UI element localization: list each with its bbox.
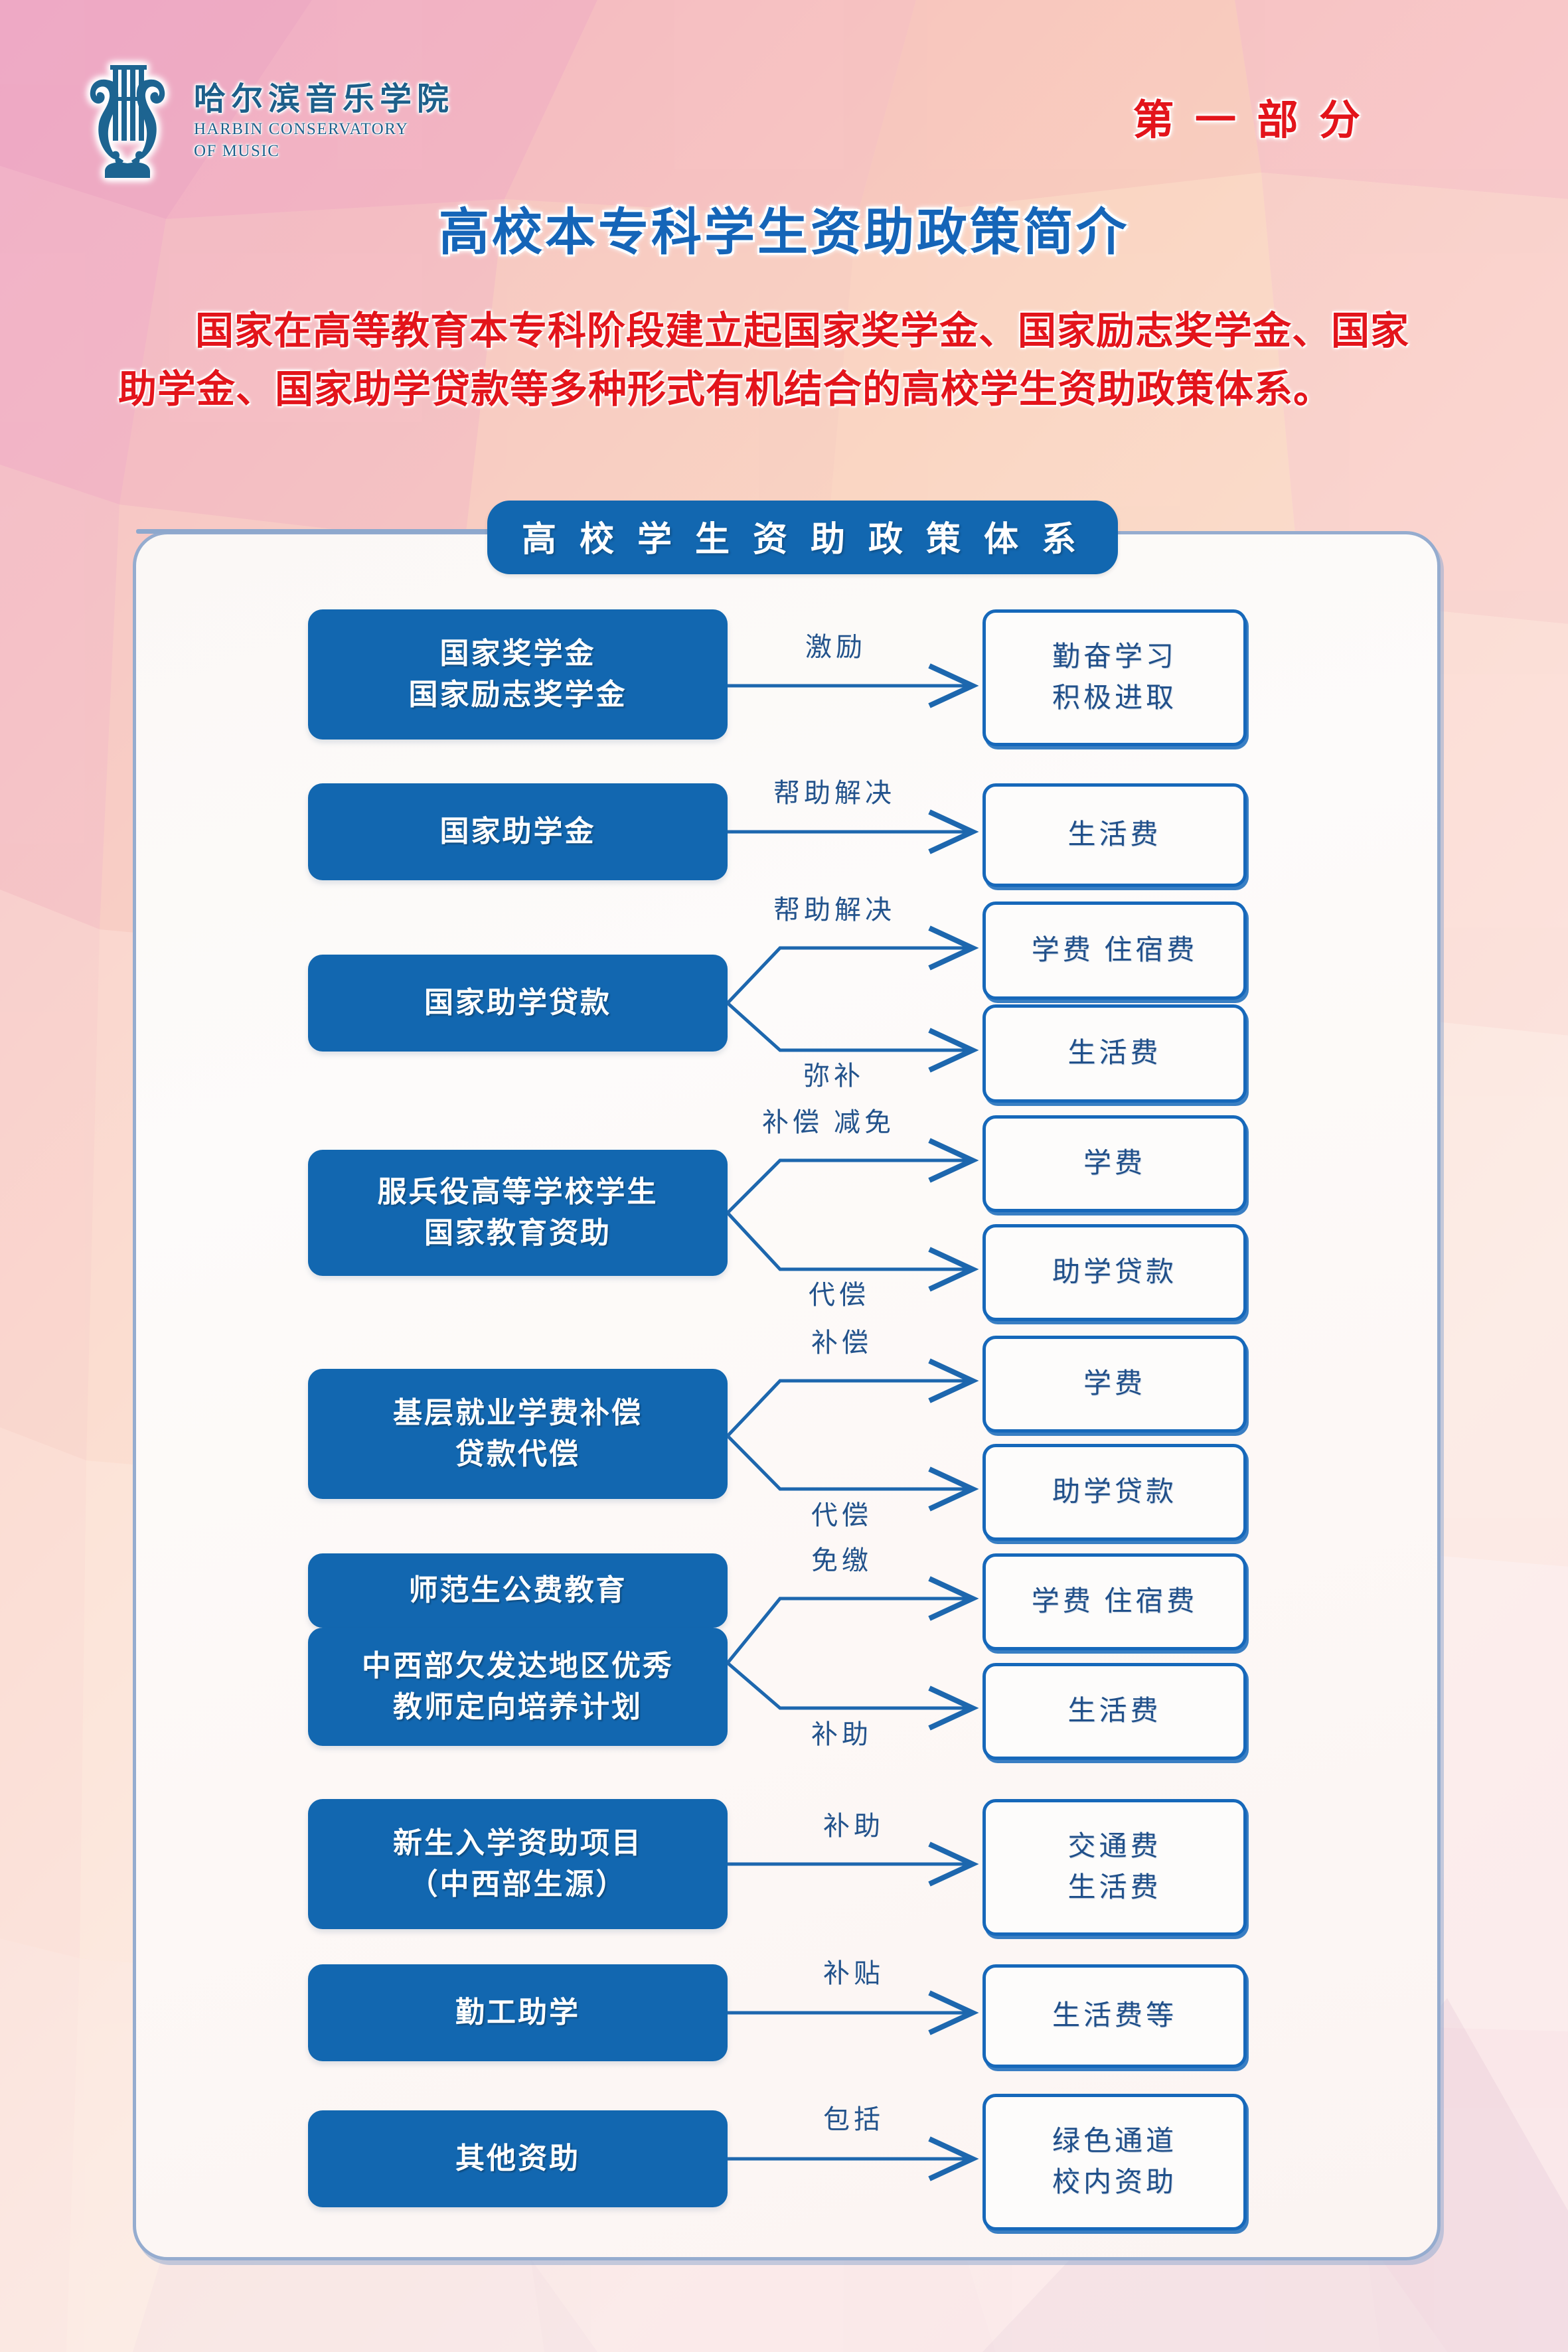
source-box-grassroots-employment[interactable]: 基层就业学费补偿 贷款代偿 xyxy=(308,1369,728,1499)
source-line: （中西部生源） xyxy=(408,1868,627,1901)
source-line: 国家励志奖学金 xyxy=(408,678,627,711)
diagram-banner-title: 高 校 学 生 资 助 政 策 体 系 xyxy=(522,521,1084,559)
source-line: 勤工助学 xyxy=(455,1996,580,2029)
target-line: 学费 xyxy=(1083,1368,1146,1399)
logo-english-name-line1: HARBIN CONSERVATORY xyxy=(194,119,409,138)
source-line: 其他资助 xyxy=(455,2142,580,2175)
lyre-logo-icon xyxy=(78,58,177,185)
edge-label-row3-a: 帮助解决 xyxy=(773,895,896,925)
source-box-other-aid[interactable]: 其他资助 xyxy=(308,2110,728,2207)
target-box-living-expenses-teacher[interactable]: 生活费 xyxy=(982,1663,1247,1760)
target-line: 交通费 xyxy=(1067,1831,1162,1862)
edge-label-row1: 激励 xyxy=(805,632,866,662)
target-line: 助学贷款 xyxy=(1052,1257,1177,1288)
intro-paragraph: 国家在高等教育本专科阶段建立起国家奖学金、国家励志奖学金、国家助学金、国家助学贷… xyxy=(118,309,1410,412)
target-box-green-channel-campus-aid[interactable]: 绿色通道 校内资助 xyxy=(982,2094,1247,2231)
edge-label-row5-a: 补偿 xyxy=(811,1328,872,1358)
banner-rule-divider xyxy=(136,529,495,534)
edge-label-row4-a: 补偿 减免 xyxy=(762,1107,895,1137)
page-title: 高校本专科学生资助政策简介 xyxy=(439,205,1129,261)
source-line: 教师定向培养计划 xyxy=(393,1691,643,1723)
edge-label-row2: 帮助解决 xyxy=(773,778,896,808)
target-line: 学费 住宿费 xyxy=(1031,1586,1198,1617)
source-line: 师范生公费教育 xyxy=(408,1573,627,1607)
source-line: 贷款代偿 xyxy=(455,1438,580,1470)
target-box-loan-military[interactable]: 助学贷款 xyxy=(982,1224,1247,1321)
target-line: 积极进取 xyxy=(1052,683,1177,714)
source-line: 新生入学资助项目 xyxy=(393,1826,643,1859)
target-box-study-diligently[interactable]: 勤奋学习 积极进取 xyxy=(982,609,1247,746)
target-line: 生活费 xyxy=(1067,1873,1162,1903)
target-line: 生活费 xyxy=(1067,819,1162,850)
source-box-student-loan[interactable]: 国家助学贷款 xyxy=(308,955,728,1052)
edge-label-row8: 补贴 xyxy=(823,1958,884,1988)
source-line: 国家奖学金 xyxy=(439,637,596,670)
source-line: 国家助学金 xyxy=(439,815,596,848)
edge-label-row6-b: 补助 xyxy=(811,1719,872,1749)
target-line: 勤奋学习 xyxy=(1052,641,1177,672)
target-box-living-expenses[interactable]: 生活费 xyxy=(982,783,1247,887)
source-box-freshman-enrollment-aid[interactable]: 新生入学资助项目 （中西部生源） xyxy=(308,1799,728,1929)
source-box-teacher-free-education[interactable]: 师范生公费教育 xyxy=(308,1553,728,1628)
target-box-living-expenses-loan[interactable]: 生活费 xyxy=(982,1004,1247,1103)
source-line: 国家助学贷款 xyxy=(424,986,611,1019)
edge-label-row3-b: 弥补 xyxy=(803,1061,864,1091)
edge-label-row7: 补助 xyxy=(823,1811,884,1841)
edge-label-row9: 包括 xyxy=(823,2104,884,2134)
edge-label-row6-a: 免缴 xyxy=(811,1545,872,1575)
source-box-national-scholarship[interactable]: 国家奖学金 国家励志奖学金 xyxy=(308,609,728,740)
target-box-loan-grassroots[interactable]: 助学贷款 xyxy=(982,1444,1247,1541)
source-line: 基层就业学费补偿 xyxy=(393,1396,643,1429)
source-box-work-study[interactable]: 勤工助学 xyxy=(308,1964,728,2061)
page-header: 哈尔滨音乐学院 HARBIN CONSERVATORY OF MUSIC 第 一… xyxy=(0,0,1568,199)
source-line: 中西部欠发达地区优秀 xyxy=(362,1649,674,1682)
institution-logo: 哈尔滨音乐学院 HARBIN CONSERVATORY OF MUSIC xyxy=(78,58,454,185)
source-line: 国家教育资助 xyxy=(424,1217,611,1249)
target-line: 生活费 xyxy=(1067,1695,1162,1727)
target-line: 生活费等 xyxy=(1052,2000,1177,2031)
target-line: 校内资助 xyxy=(1052,2167,1177,2198)
source-box-military-service-aid[interactable]: 服兵役高等学校学生 国家教育资助 xyxy=(308,1150,728,1276)
source-box-central-west-teacher-plan[interactable]: 中西部欠发达地区优秀 教师定向培养计划 xyxy=(308,1628,728,1746)
source-box-national-grant[interactable]: 国家助学金 xyxy=(308,783,728,880)
logo-english-name-line2: OF MUSIC xyxy=(194,141,280,160)
logo-chinese-name: 哈尔滨音乐学院 xyxy=(194,82,455,118)
target-box-living-expenses-etc[interactable]: 生活费等 xyxy=(982,1964,1247,2068)
target-box-tuition-grassroots[interactable]: 学费 xyxy=(982,1336,1247,1433)
target-box-tuition-military[interactable]: 学费 xyxy=(982,1115,1247,1212)
target-box-transport-living[interactable]: 交通费 生活费 xyxy=(982,1799,1247,1936)
target-line: 学费 xyxy=(1083,1148,1146,1179)
source-line: 服兵役高等学校学生 xyxy=(377,1175,659,1208)
target-box-tuition-accommodation-teacher[interactable]: 学费 住宿费 xyxy=(982,1553,1247,1650)
target-line: 学费 住宿费 xyxy=(1031,935,1198,966)
target-line: 绿色通道 xyxy=(1052,2126,1177,2157)
target-box-tuition-accommodation[interactable]: 学费 住宿费 xyxy=(982,902,1247,1000)
target-line: 助学贷款 xyxy=(1052,1476,1177,1508)
edge-label-row5-b: 代偿 xyxy=(811,1500,872,1530)
edge-label-row4-b: 代偿 xyxy=(809,1280,870,1310)
section-part-label: 第 一 部 分 xyxy=(1133,98,1366,143)
diagram-banner: 高 校 学 生 资 助 政 策 体 系 xyxy=(487,501,1119,574)
target-line: 生活费 xyxy=(1067,1038,1162,1069)
